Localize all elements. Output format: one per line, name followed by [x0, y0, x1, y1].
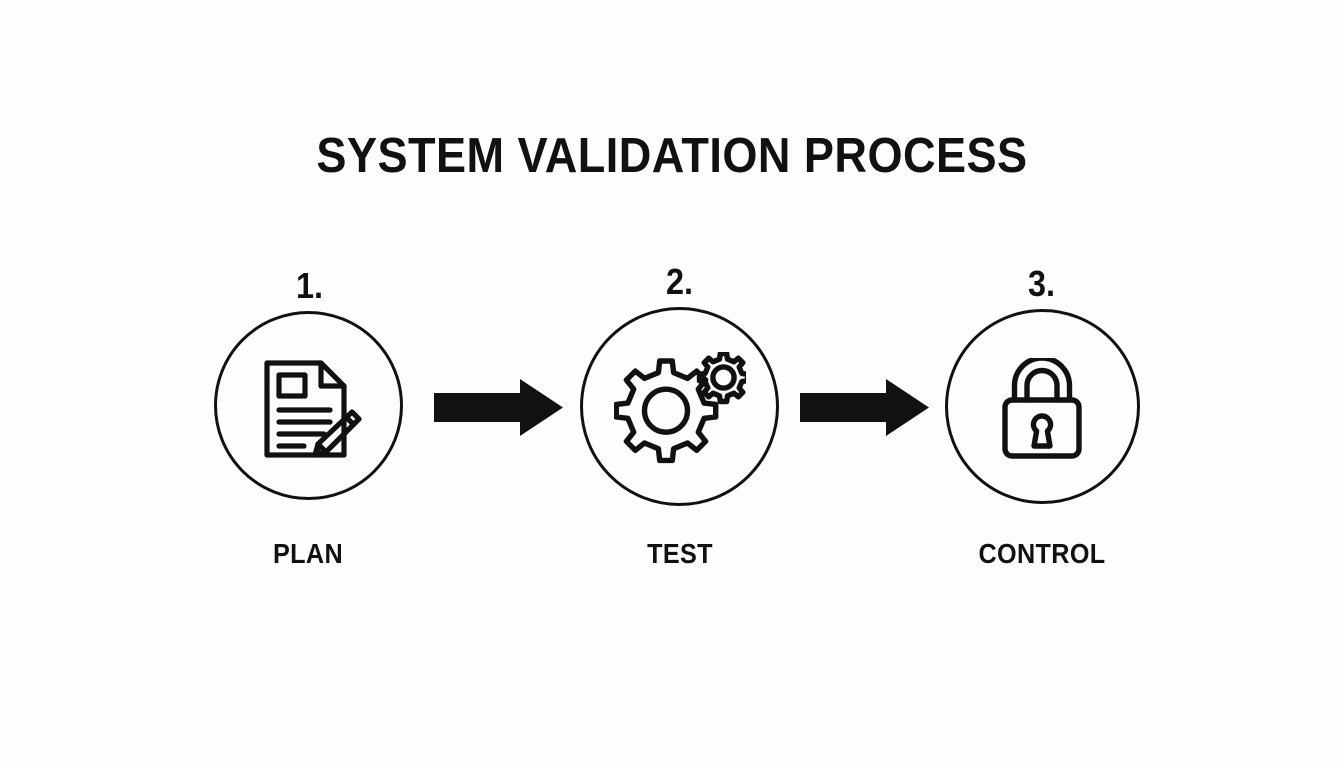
document-pencil-icon [258, 357, 362, 461]
step-2-number: 2. [666, 261, 694, 302]
step-2-label: TEST [647, 538, 713, 569]
padlock-icon [989, 358, 1095, 464]
arrow-1-to-2 [434, 379, 563, 436]
gears-icon [614, 352, 746, 464]
step-1-number: 1. [296, 265, 324, 306]
page-title: SYSTEM VALIDATION PROCESS [316, 129, 1028, 183]
arrow-2-to-3 [800, 379, 929, 436]
step-1-label: PLAN [272, 538, 344, 569]
step-2-circle[interactable] [580, 307, 779, 506]
step-1-circle[interactable] [214, 311, 403, 500]
step-3-number: 3. [1028, 263, 1056, 304]
step-3-label: CONTROL [978, 538, 1106, 569]
step-3-circle[interactable] [945, 309, 1140, 504]
